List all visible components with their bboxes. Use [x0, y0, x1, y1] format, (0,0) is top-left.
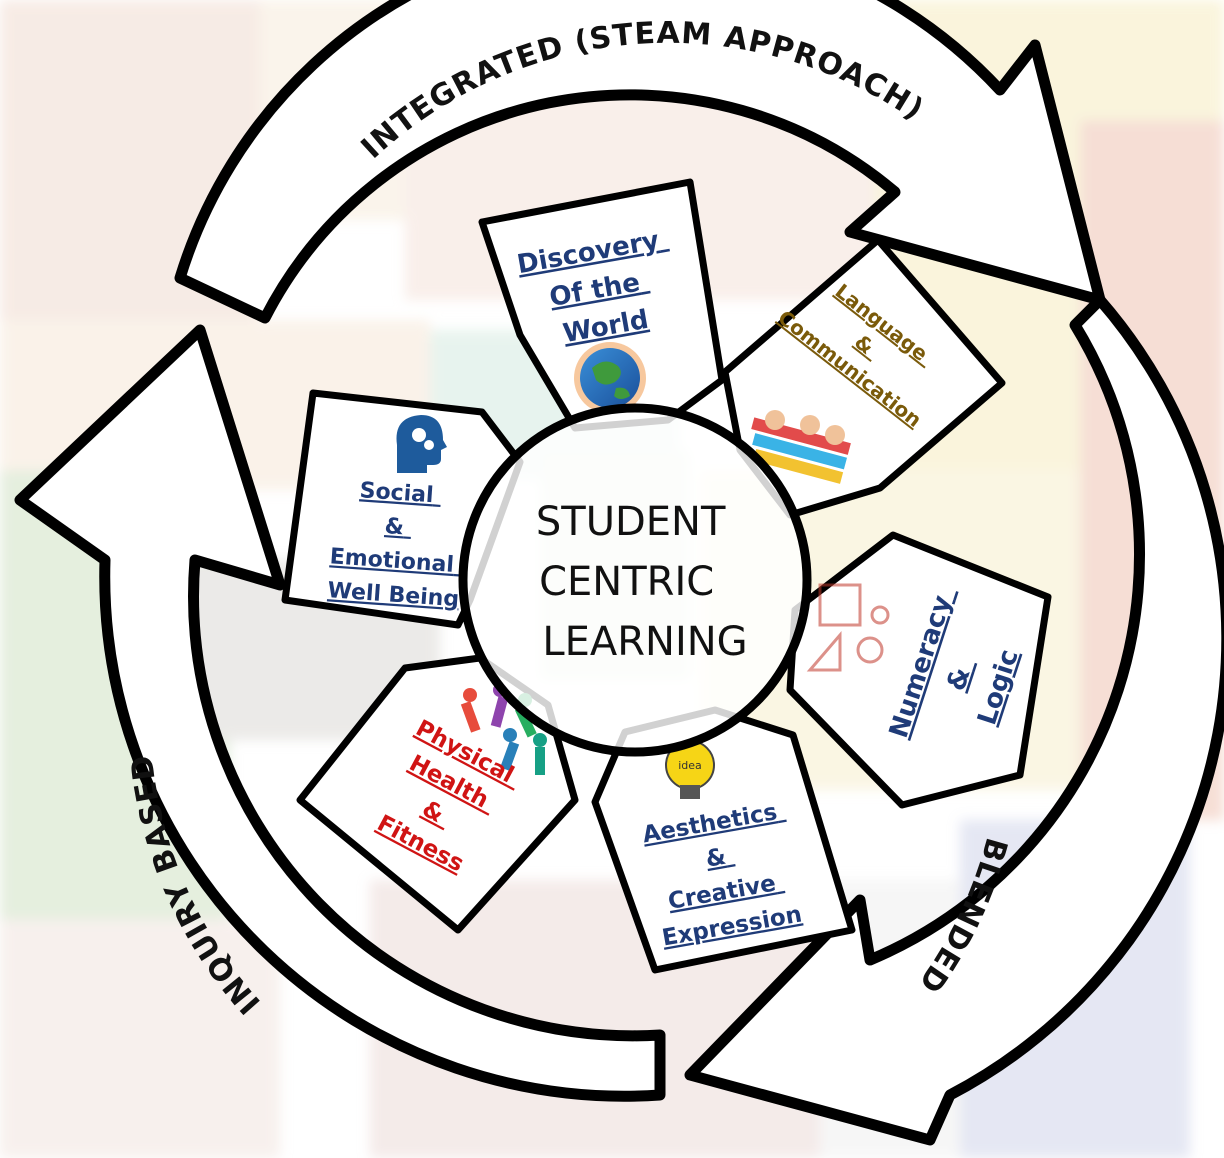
- tab-discovery-of-the-world: Discovery Of the World: [478, 178, 726, 432]
- lightbulb-icon: idea: [665, 740, 715, 799]
- children-reading-icon: [751, 410, 851, 484]
- cycle-arrow-top: [174, 0, 1106, 324]
- brain-head-icon: [396, 415, 447, 473]
- tab-numeracy-logic: Numeracy & Logic: [786, 531, 1052, 809]
- tab-aesthetics-creative-expression: idea Aesthetics & Creative Expression: [591, 706, 856, 974]
- idea-text: idea: [678, 759, 702, 772]
- cycle-arrow-right: [684, 294, 1224, 1146]
- tab-physical-health-fitness: Physical Health & Fitness: [296, 654, 579, 934]
- center-hub: STUDENT CENTRIC LEARNING: [458, 403, 812, 757]
- tab-language-communication: Language & Communication: [721, 236, 1006, 519]
- cycle-arrow-left: [14, 324, 666, 1102]
- center-title: STUDENT CENTRIC LEARNING: [536, 499, 748, 665]
- abacus-math-icon: [806, 583, 890, 672]
- globe-icon: [574, 342, 646, 414]
